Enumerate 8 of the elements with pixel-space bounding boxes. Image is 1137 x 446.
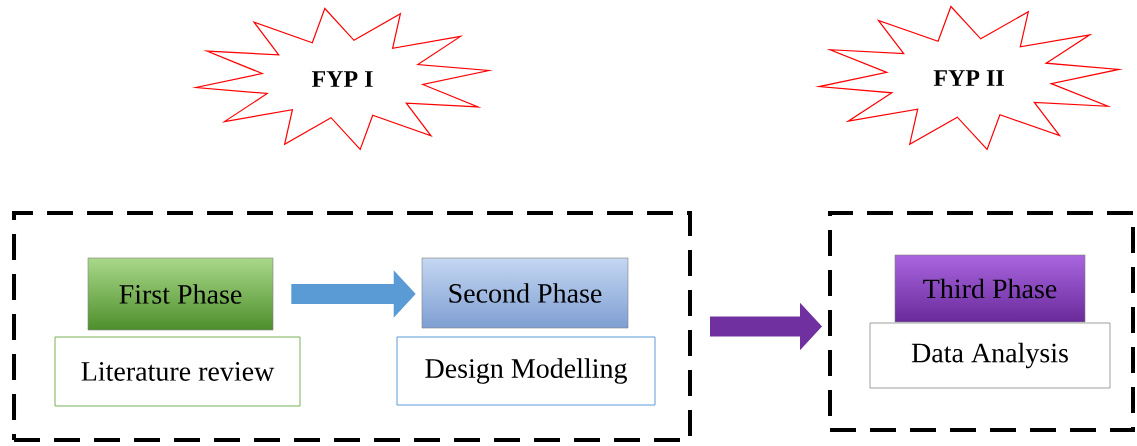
dashed-frame — [12, 211, 692, 442]
description-box: Data Analysis — [869, 322, 1111, 389]
phase-box: Third Phase — [894, 254, 1086, 323]
dashed-frame — [828, 211, 1135, 432]
description-box: Design Modelling — [396, 336, 656, 406]
phase-box: Second Phase — [421, 257, 629, 329]
description-box: Literature review — [54, 336, 301, 407]
phase-box: First Phase — [87, 257, 274, 331]
